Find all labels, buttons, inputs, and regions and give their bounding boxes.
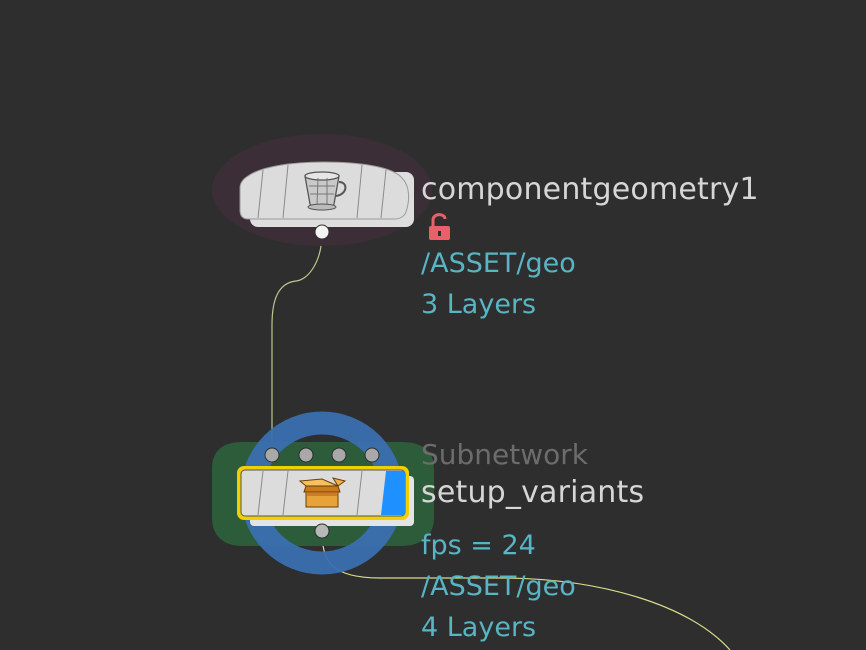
- connection-wire[interactable]: [271, 232, 323, 455]
- input-connector[interactable]: [264, 447, 280, 463]
- output-connector[interactable]: [314, 523, 330, 539]
- node-componentgeometry1[interactable]: [212, 134, 432, 246]
- node-info-layers: 3 Layers: [421, 289, 537, 320]
- node-name-label[interactable]: setup_variants: [421, 475, 645, 510]
- node-info-fps: fps = 24: [421, 530, 536, 561]
- node-info-layers: 4 Layers: [421, 612, 537, 643]
- node-info-path: /ASSET/geo: [421, 571, 576, 602]
- input-connector[interactable]: [331, 447, 347, 463]
- node-info-path: /ASSET/geo: [421, 248, 576, 279]
- display-flag[interactable]: [381, 471, 405, 515]
- node-setup-variants[interactable]: [212, 411, 434, 575]
- unlocked-padlock-icon[interactable]: [429, 213, 450, 240]
- teacup-icon: [304, 171, 347, 211]
- box-icon: [298, 477, 347, 508]
- input-connector[interactable]: [298, 447, 314, 463]
- input-connector[interactable]: [364, 447, 380, 463]
- output-connector[interactable]: [314, 224, 330, 240]
- node-name-label[interactable]: componentgeometry1: [421, 172, 759, 207]
- node-type-label: Subnetwork: [421, 438, 589, 471]
